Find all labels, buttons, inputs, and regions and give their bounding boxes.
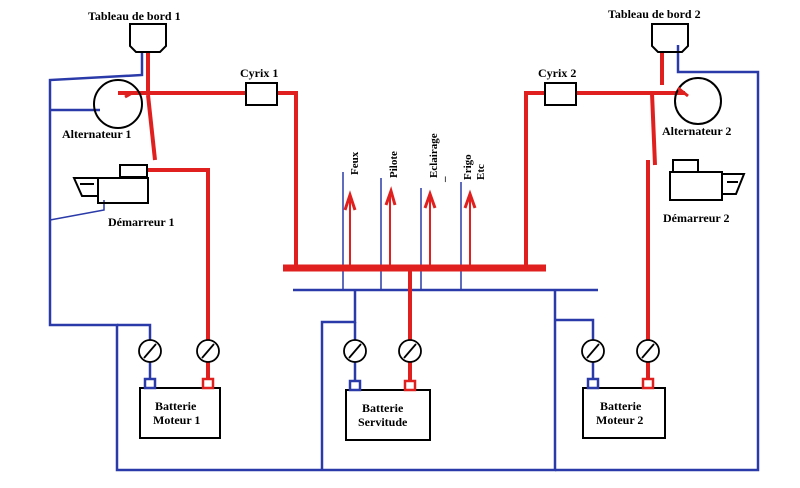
battery-moteur-2: [582, 377, 666, 439]
load-pilote-label: Pilote: [388, 151, 400, 178]
fuse-bat2-neg: [581, 339, 605, 363]
fuse-bat2-pos: [636, 339, 660, 363]
alternator-2-label: Alternateur 2: [662, 124, 731, 138]
alternator-2: [674, 77, 722, 125]
alternator-1-label: Alternateur 1: [62, 127, 131, 141]
cyrix-1: [245, 82, 278, 106]
fuse-batS-pos: [398, 339, 422, 363]
starter-2-label: Démarreur 2: [663, 211, 730, 225]
load-feux-label: Feux: [349, 151, 361, 175]
load-eclairage-dash: _: [435, 176, 447, 183]
battery-moteur-1-line1: Batterie: [155, 399, 197, 413]
fuse-bat1-neg: [138, 339, 162, 363]
alternator-1: [93, 79, 143, 129]
cyrix-2: [544, 82, 577, 106]
fuse-batS-neg: [343, 339, 367, 363]
starter-2: [669, 159, 746, 201]
battery-servitude-line2: Servitude: [358, 415, 408, 429]
dashboard-1: [129, 23, 167, 53]
battery-servitude: [345, 379, 431, 441]
cyrix-2-label: Cyrix 2: [538, 66, 576, 80]
dashboard-2: [651, 23, 689, 53]
load-etc-label: Etc: [475, 164, 487, 180]
dashboard-1-label: Tableau de bord 1: [88, 9, 181, 23]
battery-moteur-1: [139, 377, 221, 439]
load-eclairage-label: Eclairage: [428, 133, 440, 178]
battery-servitude-line1: Batterie: [362, 401, 404, 415]
battery-moteur-2-line1: Batterie: [600, 399, 642, 413]
battery-moteur-2-line2: Moteur 2: [596, 413, 643, 427]
fuse-bat1-pos: [196, 339, 220, 363]
fuses: [138, 339, 660, 363]
starter-1: [72, 164, 149, 204]
battery-moteur-1-line2: Moteur 1: [153, 413, 200, 427]
load-frigo-label: Frigo: [462, 154, 474, 180]
dashboard-2-label: Tableau de bord 2: [608, 7, 701, 21]
positive-wiring: [118, 52, 685, 382]
cyrix-1-label: Cyrix 1: [240, 66, 278, 80]
starter-1-label: Démarreur 1: [108, 215, 175, 229]
